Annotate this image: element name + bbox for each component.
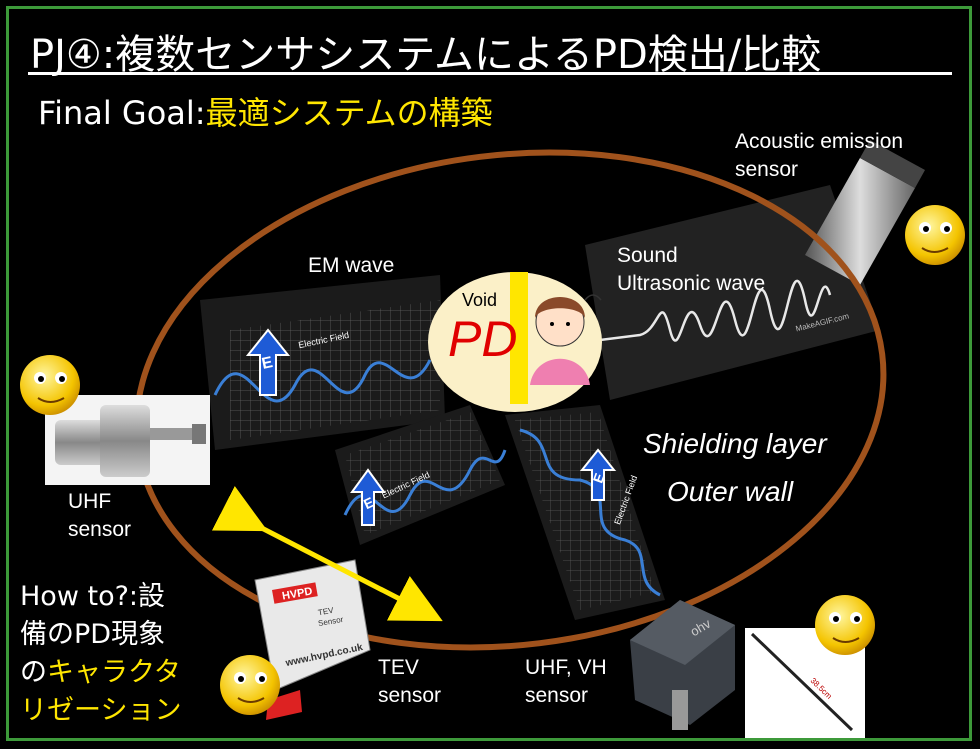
page-title: PJ④:複数センサシステムによるPD検出/比較	[30, 32, 822, 78]
outer-wall-label: Outer wall	[667, 476, 794, 507]
howto-text: How to?:設 備のPD現象 のキャラクタ リゼーション	[20, 581, 182, 726]
slide-frame	[6, 6, 972, 741]
final-goal-prefix: Final Goal:	[38, 94, 206, 132]
sound-label: Sound Ultrasonic wave	[617, 244, 766, 295]
em-wave-panel-right	[505, 405, 665, 620]
pd-label: PD	[448, 311, 518, 367]
title-underline	[28, 72, 952, 75]
em-wave-panel-top	[200, 275, 445, 450]
acoustic-label: Acoustic emission sensor	[735, 130, 904, 181]
uhf-vhf-sensor-label: UHF, VH sensor	[525, 656, 607, 707]
field-arrow-right	[579, 448, 617, 501]
worried-person-icon	[530, 294, 602, 385]
tev-sensor-label: TEV sensor	[378, 656, 442, 707]
yellow-bar	[510, 272, 528, 404]
thinking-face-icon-right	[905, 205, 965, 265]
final-goal-accent: 最適システムの構築	[205, 94, 493, 132]
shielding-layer-label: Shielding layer	[643, 428, 827, 459]
ultrasonic-wave	[599, 279, 832, 342]
final-goal: Final Goal:最適システムの構築	[38, 88, 493, 134]
void-label: Void	[462, 290, 498, 310]
uhf-sensor-label: UHF sensor	[68, 490, 132, 541]
wave-top	[213, 359, 432, 403]
thinking-face-icon-left	[20, 355, 80, 415]
uhf-sensor-image	[45, 395, 210, 485]
ohv-sensor-image	[630, 600, 735, 730]
characterization-arrow	[211, 486, 443, 622]
em-wave-label: EM wave	[308, 254, 395, 277]
field-arrow-top	[245, 328, 291, 396]
thinking-face-icon-antenna	[815, 595, 875, 655]
thinking-face-icon-bottom	[220, 655, 280, 715]
sound-wave-panel	[585, 185, 880, 400]
